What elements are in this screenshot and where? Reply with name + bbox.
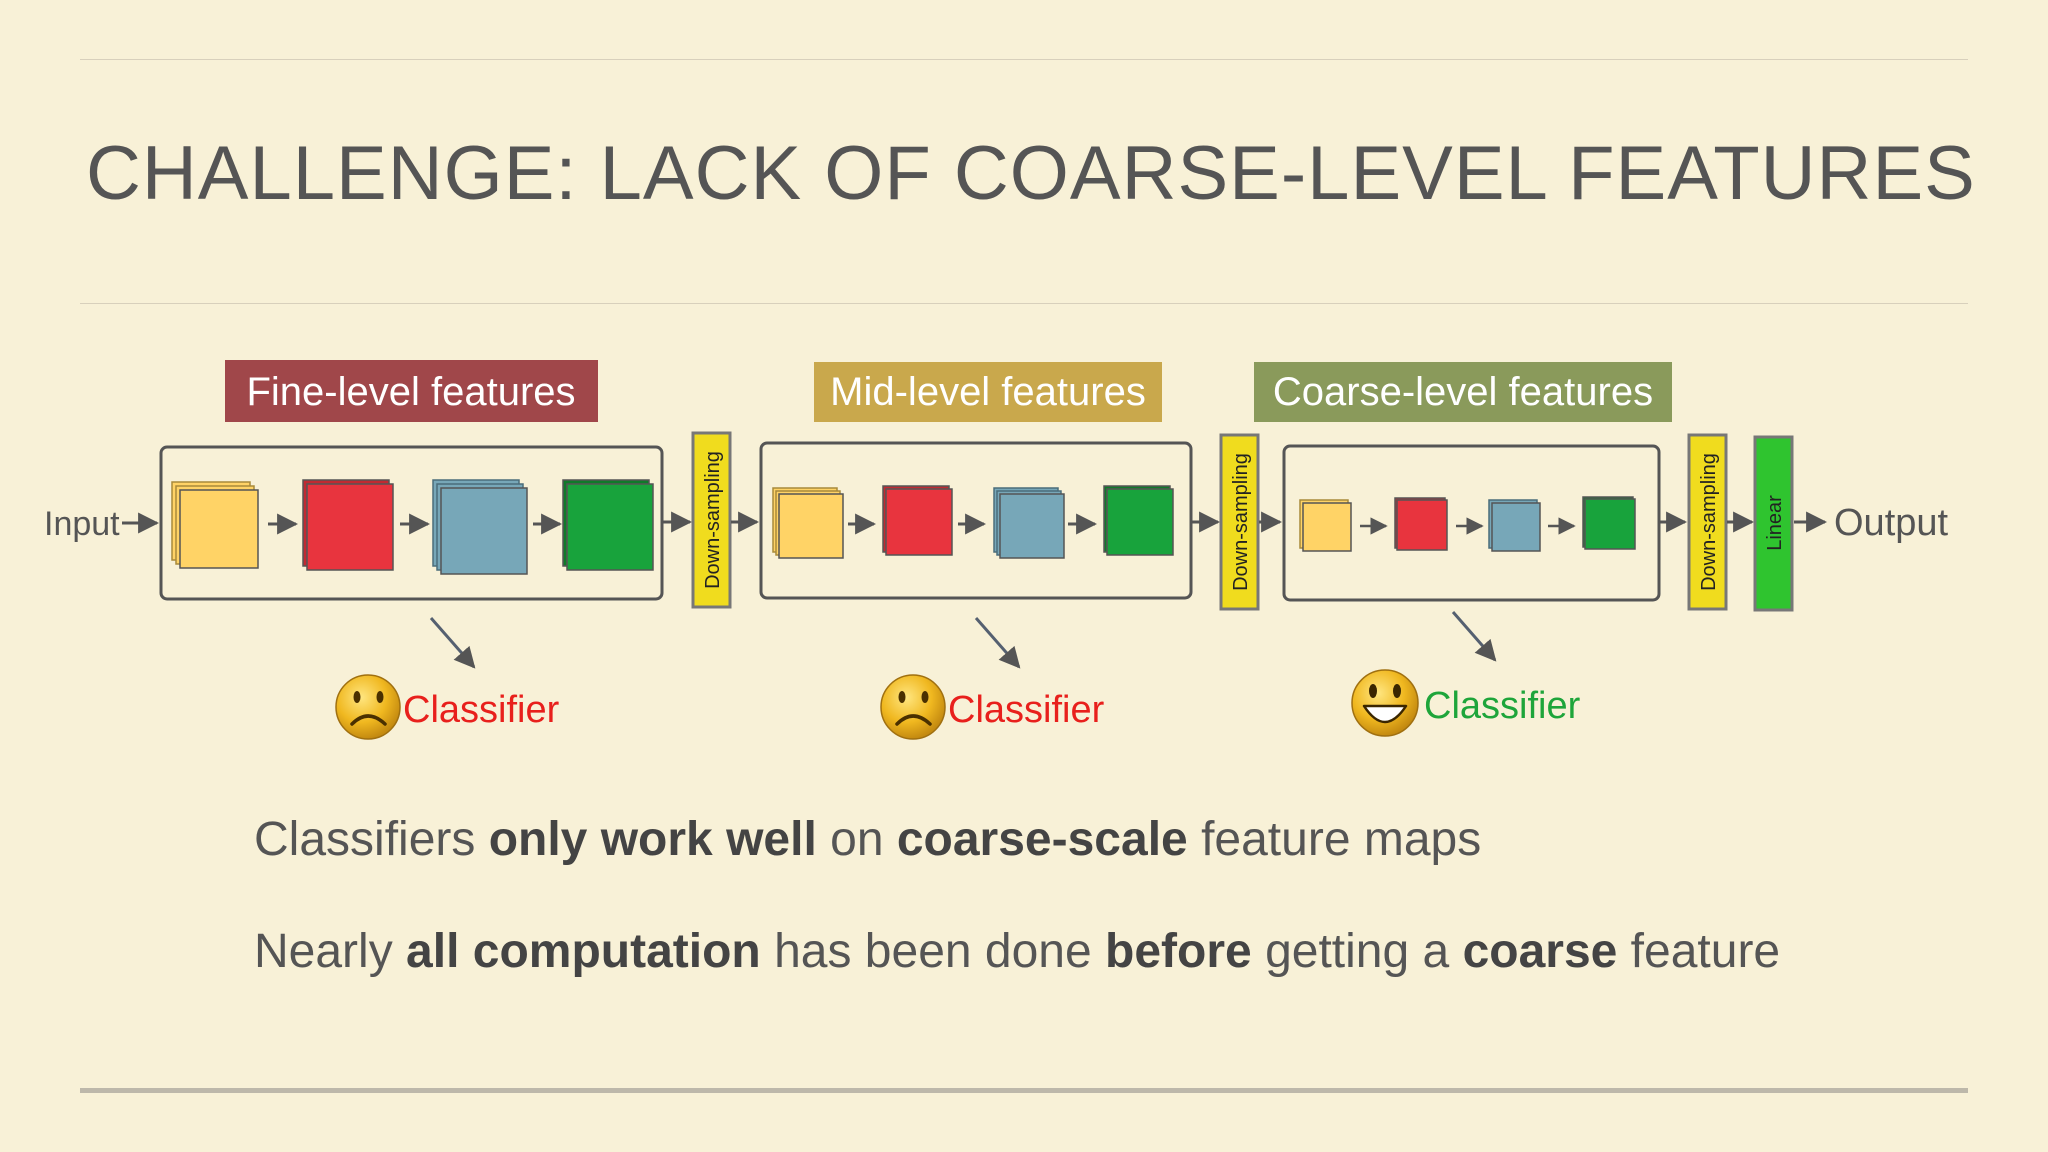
bullet-2-part: has been done — [760, 925, 1106, 978]
pointer-arrow-1 — [429, 617, 476, 669]
output-label: Output — [1834, 502, 1949, 544]
sad-face-icon — [335, 674, 401, 740]
classifier-label-2: Classifier — [948, 689, 1105, 731]
title-divider — [80, 303, 1968, 304]
classifier-label-1: Classifier — [403, 689, 560, 731]
fine-block-green — [562, 479, 654, 571]
page-title: CHALLENGE: LACK OF COARSE-LEVEL FEATURES — [86, 131, 1976, 216]
sad-face-icon — [880, 674, 946, 740]
stage-label-coarse: Coarse-level features — [1254, 362, 1672, 422]
downsampling-3: Down-sampling — [1687, 433, 1728, 611]
bottom-divider — [80, 1088, 1968, 1093]
linear-block-text: Linear — [1764, 495, 1786, 551]
input-label: Input — [44, 505, 120, 543]
fine-block-yellow — [171, 481, 259, 569]
mid-block-blue — [993, 487, 1065, 559]
classifier-label-3: Classifier — [1424, 685, 1581, 727]
downsampling-3-text: Down-sampling — [1698, 453, 1720, 591]
stage-label-coarse-text: Coarse-level features — [1273, 370, 1653, 414]
bullet-2-emphasis: coarse — [1462, 925, 1618, 978]
bullet-1-emphasis: coarse-scale — [896, 813, 1188, 866]
bullet-point-2: Nearly all computation has been done bef… — [254, 924, 1780, 979]
bullet-point-1: Classifiers only work well on coarse-sca… — [254, 812, 1481, 867]
fine-block-red — [302, 479, 394, 571]
stage-label-fine-bg — [225, 360, 598, 422]
stage-box-fine — [159, 445, 664, 601]
coarse-block-green — [1582, 496, 1636, 550]
stage-label-fine: Fine-level features — [225, 360, 598, 422]
mid-block-green — [1103, 485, 1174, 556]
stage-label-mid: Mid-level features — [814, 362, 1162, 422]
linear-block: Linear — [1753, 435, 1794, 612]
bullet-2-part: getting a — [1251, 925, 1463, 978]
coarse-block-blue — [1488, 499, 1541, 552]
top-divider — [80, 59, 1968, 60]
stage-label-fine-text: Fine-level features — [246, 370, 575, 414]
pointer-arrow-3 — [1451, 611, 1497, 662]
stage-box-coarse — [1282, 444, 1661, 602]
bullet-2-emphasis: before — [1105, 925, 1252, 978]
bullet-1-part: on — [816, 813, 897, 866]
bullet-2-part: Nearly — [254, 925, 407, 978]
mid-block-red — [882, 485, 953, 556]
bullet-1-part: feature maps — [1187, 813, 1482, 866]
stage-label-mid-text: Mid-level features — [830, 370, 1146, 414]
downsampling-2: Down-sampling — [1219, 433, 1260, 611]
bullet-1-emphasis: only work well — [488, 813, 817, 866]
downsampling-2-text: Down-sampling — [1230, 453, 1252, 591]
stage-box-mid — [759, 441, 1193, 600]
happy-face-icon — [1351, 669, 1419, 737]
coarse-block-red — [1394, 497, 1448, 551]
mid-block-yellow — [772, 487, 844, 559]
bullet-2-emphasis: all computation — [406, 925, 761, 978]
stage-label-coarse-bg — [1254, 362, 1672, 422]
bullet-2-part: feature — [1617, 925, 1781, 978]
network-diagram: Fine-level features Mid-level features C… — [44, 360, 1949, 740]
downsampling-1: Down-sampling — [691, 431, 732, 609]
fine-block-blue — [432, 479, 528, 575]
bullet-1-part: Classifiers — [254, 813, 489, 866]
downsampling-1-text: Down-sampling — [702, 451, 724, 589]
coarse-block-yellow — [1299, 499, 1352, 552]
pointer-arrow-2 — [974, 617, 1021, 669]
stage-label-mid-bg — [814, 362, 1162, 422]
